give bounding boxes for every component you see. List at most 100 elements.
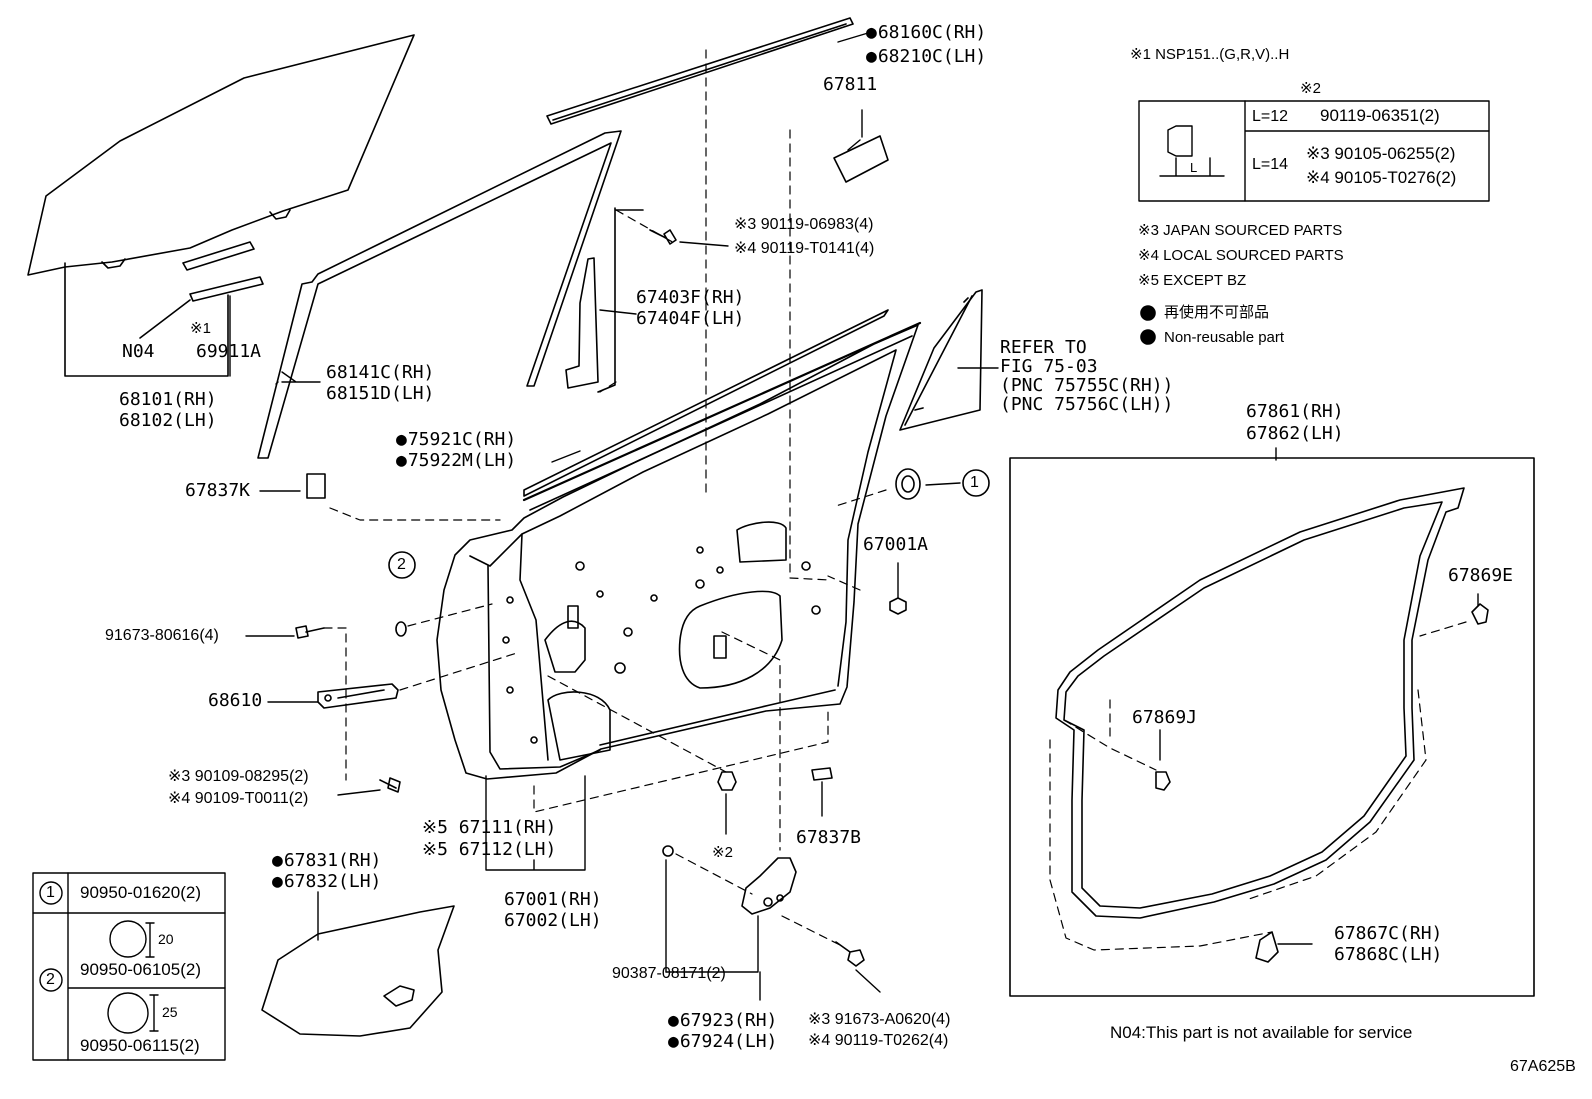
door-glass-drawing <box>27 34 415 276</box>
bolt-90109 <box>379 777 401 793</box>
bullet-icon <box>1140 305 1156 321</box>
legend-japanese: 再使用不可部品 <box>1164 304 1270 321</box>
legend-english: Non-reusable part <box>1164 329 1285 346</box>
callout-2-number: 2 <box>397 556 406 573</box>
leader-lines <box>229 32 1479 1001</box>
label-refer-2: FIG 75-03 <box>1000 356 1098 377</box>
label-67867C: 67867C(RH) <box>1334 923 1443 944</box>
label-67837B: 67837B <box>796 827 862 848</box>
label-75921C: 75921C(RH) <box>396 430 516 450</box>
note-2-l14-part-3: ※3 90105-06255(2) <box>1306 144 1456 163</box>
note2-box <box>1138 100 1490 202</box>
note-4: ※4 LOCAL SOURCED PARTS <box>1138 247 1344 264</box>
label-67001: 67001(RH) <box>504 889 602 910</box>
label-67404F: 67404F(LH) <box>636 308 745 329</box>
label-67001A: 67001A <box>863 534 929 555</box>
label-67002: 67002(LH) <box>504 910 602 931</box>
grommet-plug <box>895 468 921 500</box>
clip-67001A <box>889 597 907 615</box>
pad-67837B <box>811 767 833 781</box>
note-2-dimension: L <box>1190 160 1198 175</box>
label-68610: 68610 <box>208 690 263 711</box>
label-refer-4: (PNC 75756C(LH)) <box>1000 394 1174 415</box>
label-69911A: 69911A <box>196 341 262 362</box>
washer-90387 <box>662 845 674 857</box>
service-hole-cover <box>261 905 455 1037</box>
label-note2-ref: ※2 <box>712 844 733 861</box>
weatherstrip-box <box>1009 457 1535 997</box>
door-panel-drawing <box>436 309 922 780</box>
label-67869E: 67869E <box>1448 565 1514 586</box>
label-68210C: 68210C(LH) <box>866 47 986 67</box>
label-67811: 67811 <box>823 74 878 95</box>
label-67924: 67924(LH) <box>668 1032 778 1052</box>
label-91673-A0620: ※3 91673-A0620(4) <box>808 1011 951 1028</box>
note-N04: N04:This part is not available for servi… <box>1110 1023 1413 1042</box>
plug-table <box>32 872 226 1061</box>
label-67861: 67861(RH) <box>1246 401 1344 422</box>
note-2-l14: L=14 <box>1252 156 1289 173</box>
label-90109-T0011: ※4 90109-T0011(2) <box>168 790 309 807</box>
label-90119-T0262: ※4 90119-T0262(4) <box>808 1032 949 1049</box>
callout-1-number: 1 <box>970 474 979 491</box>
label-91673-80616: 91673-80616(4) <box>105 627 219 644</box>
hinge-bracket <box>741 857 797 915</box>
pad-67811 <box>833 135 889 183</box>
plug-table-part-2a: 90950-06105(2) <box>80 960 201 979</box>
label-68102: 68102(LH) <box>119 410 217 431</box>
label-67869J: 67869J <box>1132 707 1198 728</box>
note-2-header: ※2 <box>1300 80 1321 97</box>
pad-67837K <box>306 473 326 499</box>
glass-run-strips <box>64 241 264 377</box>
bolt-91673-A0620 <box>835 941 865 967</box>
frame-molding <box>257 130 622 459</box>
label-67111: ※5 67111(RH) <box>422 817 557 838</box>
label-68151D: 68151D(LH) <box>326 383 435 404</box>
note-2-l12: L=12 <box>1252 108 1289 125</box>
figure-code: 67A625B <box>1510 1058 1576 1075</box>
dashed-guides <box>323 49 1467 951</box>
note-3: ※3 JAPAN SOURCED PARTS <box>1138 222 1343 239</box>
plug-oval-2 <box>395 621 407 637</box>
label-refer-1: REFER TO <box>1000 337 1087 358</box>
label-90119-06983: ※3 90119-06983(4) <box>734 216 874 233</box>
note-1: ※1 NSP151..(G,R,V)..H <box>1130 46 1290 63</box>
bolt-91673 <box>295 625 325 639</box>
bullet-icon <box>1140 329 1156 345</box>
label-67862: 67862(LH) <box>1246 423 1344 444</box>
label-69911A-note: ※1 <box>190 320 211 337</box>
plug-table-key-1: 1 <box>46 884 55 901</box>
label-67831: 67831(RH) <box>272 851 382 871</box>
label-68160C: 68160C(RH) <box>866 23 986 43</box>
note-2-l14-part-4: ※4 90105-T0276(2) <box>1306 168 1457 187</box>
plug-table-key-2: 2 <box>46 971 55 988</box>
label-N04: N04 <box>122 341 155 362</box>
label-90119-T0141: ※4 90119-T0141(4) <box>734 240 875 257</box>
label-90109-08295: ※3 90109-08295(2) <box>168 768 309 785</box>
label-67403F: 67403F(RH) <box>636 287 745 308</box>
side-garnish-drawing <box>899 289 983 431</box>
plug-table-part-1: 90950-01620(2) <box>80 883 201 902</box>
weatherstrip-drawing <box>1055 487 1489 963</box>
note-2-l12-part: 90119-06351(2) <box>1320 106 1440 125</box>
plug-table-dim-25: 25 <box>162 1004 178 1020</box>
label-68141C: 68141C(RH) <box>326 362 435 383</box>
label-90387-08171: 90387-08171(2) <box>612 965 726 982</box>
door-check-68610 <box>317 683 399 709</box>
glass-run-channel <box>565 207 644 393</box>
label-67923: 67923(RH) <box>668 1011 778 1031</box>
plug-table-part-2b: 90950-06115(2) <box>80 1036 200 1055</box>
label-67112: ※5 67112(LH) <box>422 839 557 860</box>
callout-circle-2 <box>388 551 416 579</box>
belt-molding-outer <box>546 17 854 125</box>
label-75922M: 75922M(LH) <box>396 451 516 471</box>
note-5: ※5 EXCEPT BZ <box>1138 272 1247 289</box>
bolt-note2 <box>717 771 737 791</box>
plug-table-dim-20: 20 <box>158 931 174 947</box>
callout-circle-1 <box>962 469 990 497</box>
label-67868C: 67868C(LH) <box>1334 944 1443 965</box>
label-refer-3: (PNC 75755C(RH)) <box>1000 375 1174 396</box>
label-67832: 67832(LH) <box>272 872 382 892</box>
